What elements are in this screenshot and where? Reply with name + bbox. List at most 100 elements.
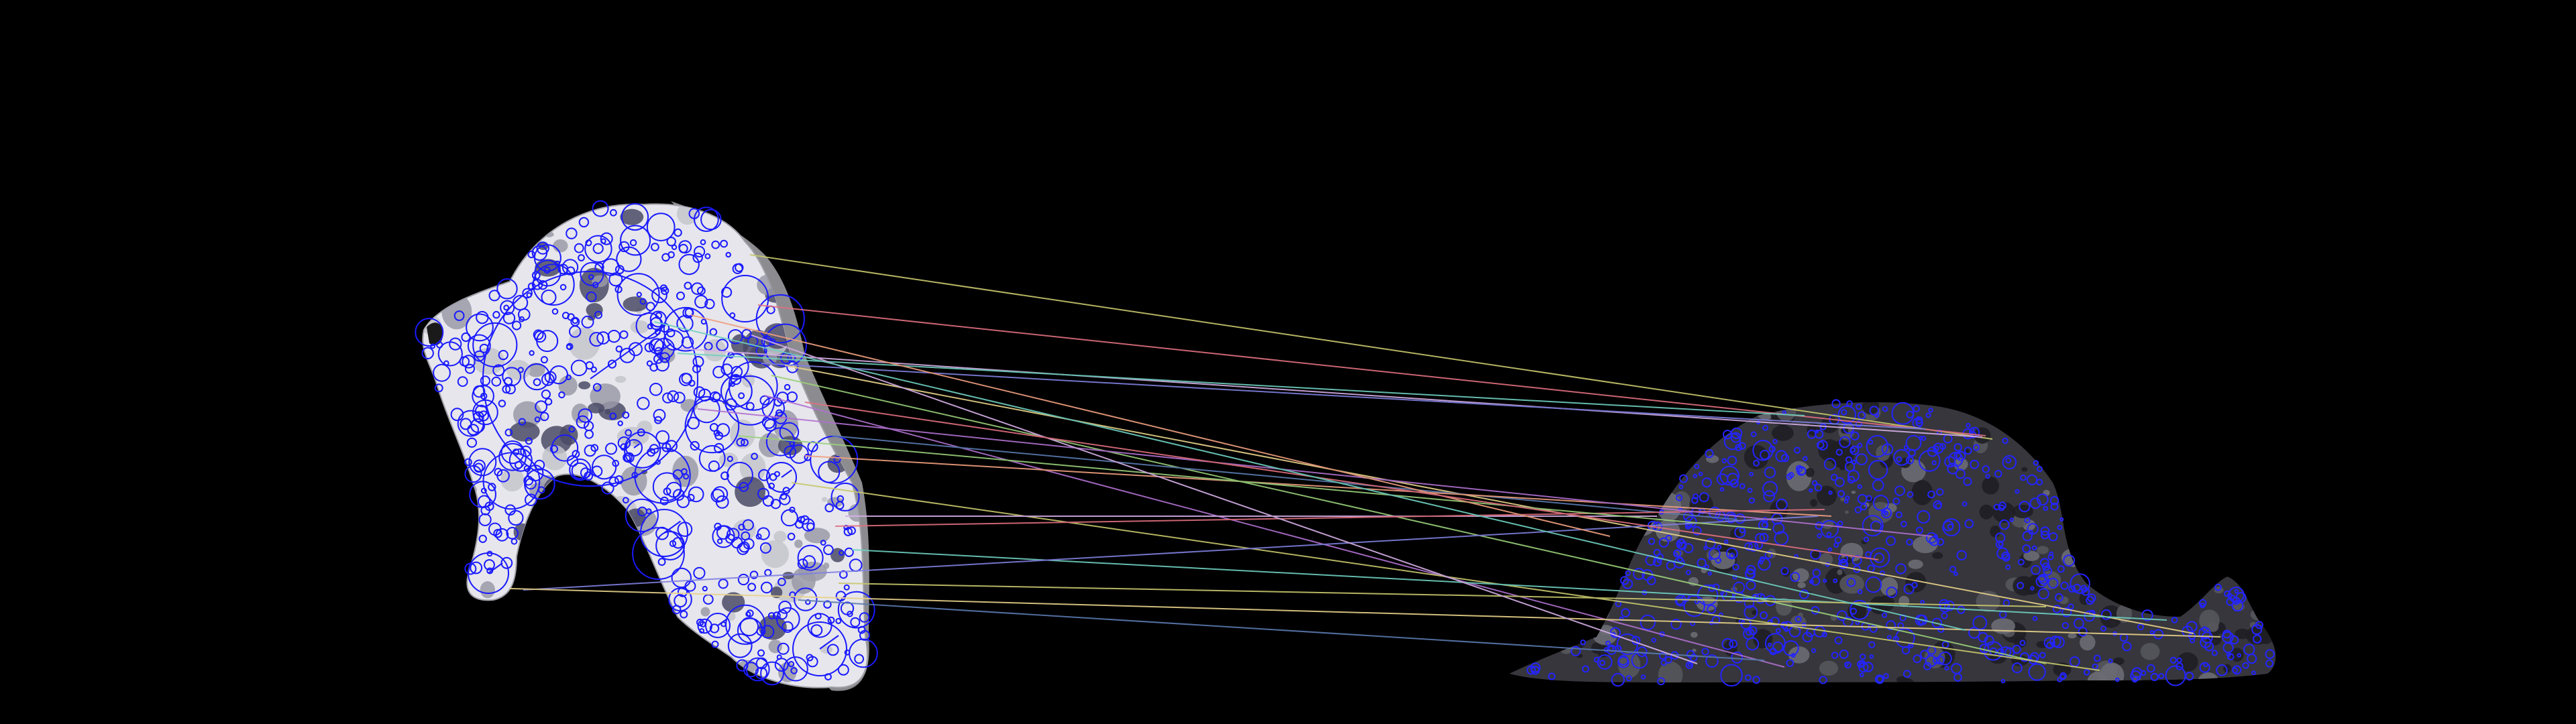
keypoint: [830, 482, 860, 511]
texture-blob: [1553, 432, 1570, 446]
keypoint: [798, 516, 806, 524]
keypoint: [1839, 649, 1849, 659]
keypoint: [605, 442, 617, 455]
keypoint: [1870, 547, 1890, 568]
keypoint: [1964, 446, 1972, 455]
keypoint: [1724, 539, 1729, 544]
keypoint: [1863, 536, 1870, 542]
keypoint: [535, 400, 547, 414]
texture-blob: [2217, 495, 2226, 502]
texture-blob: [509, 422, 540, 442]
keypoint: [1758, 557, 1771, 571]
keypoint-large: [766, 462, 797, 493]
match-line: [771, 375, 2047, 664]
texture-blob: [2269, 423, 2276, 428]
texture-blob: [1582, 473, 1595, 484]
keypoint: [688, 486, 704, 503]
keypoint: [1913, 405, 1920, 413]
texture-blob: [2247, 447, 2255, 457]
keypoint: [2130, 670, 2141, 682]
keypoint: [531, 245, 548, 261]
texture-blob: [568, 204, 591, 213]
keypoint: [466, 437, 478, 448]
keypoint: [1955, 469, 1966, 479]
keypoint: [728, 361, 778, 411]
keypoint: [508, 509, 524, 526]
keypoint: [522, 288, 533, 299]
keypoint: [1857, 589, 1863, 595]
keypoint: [600, 238, 606, 245]
keypoint: [755, 345, 767, 357]
keypoint: [2059, 674, 2066, 680]
keypoint: [715, 495, 729, 509]
keypoint: [1953, 571, 1958, 577]
match-line: [523, 516, 1819, 591]
texture-blob: [542, 445, 568, 471]
keypoint: [835, 591, 847, 602]
texture-blob: [1764, 402, 1772, 404]
keypoint: [1762, 424, 1769, 431]
keypoint: [2043, 505, 2048, 511]
texture-blob: [722, 592, 745, 613]
keypoint: [1869, 654, 1874, 659]
keypoint: [2115, 677, 2120, 682]
texture-blob: [1990, 526, 2001, 538]
texture-blob: [1844, 510, 1849, 514]
texture-blob: [2080, 634, 2096, 651]
keypoint: [625, 498, 659, 532]
keypoint: [806, 654, 814, 662]
keypoint: [467, 334, 491, 358]
keypoint: [580, 261, 604, 286]
keypoint: [1942, 518, 1961, 537]
keypoint: [704, 298, 715, 310]
keypoint: [718, 579, 729, 589]
keypoint: [2150, 672, 2159, 682]
keypoint: [536, 241, 549, 255]
keypoint: [2222, 642, 2234, 654]
texture-blob: [794, 539, 803, 548]
keypoint: [745, 611, 751, 617]
keypoint: [2037, 466, 2043, 473]
texture-blob: [1837, 569, 1843, 575]
keypoint: [1693, 493, 1699, 499]
keypoint: [1760, 450, 1770, 460]
texture-blob: [1565, 419, 1589, 444]
texture-blob: [1543, 429, 1566, 448]
keypoint: [2030, 586, 2035, 591]
keypoint: [653, 409, 666, 422]
keypoint: [1780, 566, 1789, 576]
keypoint: [533, 378, 541, 386]
texture-blob: [463, 654, 471, 662]
match-line: [509, 588, 2221, 638]
keypoint: [476, 310, 489, 324]
keypoint: [2017, 582, 2025, 589]
keypoint: [761, 335, 773, 347]
keypoint: [523, 475, 534, 486]
texture-blob: [2180, 404, 2198, 422]
keypoint: [1831, 399, 1841, 408]
keypoint: [541, 373, 555, 386]
keypoint: [1701, 648, 1709, 656]
keypoint: [621, 202, 649, 231]
keypoint: [684, 398, 740, 454]
keypoint: [794, 587, 818, 611]
texture-blob: [1810, 499, 1818, 507]
left-rock-dark-notch: [427, 322, 443, 346]
keypoint: [736, 438, 745, 447]
keypoint: [1985, 474, 1990, 479]
keypoint: [1984, 635, 1994, 646]
keypoint: [849, 638, 878, 668]
keypoint: [647, 323, 653, 330]
texture-blob: [1862, 402, 1880, 415]
keypoint: [1892, 497, 1900, 505]
texture-blob: [2028, 414, 2043, 426]
keypoint: [1916, 526, 1923, 534]
match-line: [677, 353, 1805, 416]
keypoint: [2002, 455, 2017, 470]
texture-blob: [761, 540, 789, 568]
keypoint: [1886, 536, 1896, 546]
keypoint: [1727, 455, 1737, 466]
texture-blob: [631, 671, 661, 688]
keypoint: [2011, 662, 2023, 674]
keypoint: [539, 412, 549, 422]
